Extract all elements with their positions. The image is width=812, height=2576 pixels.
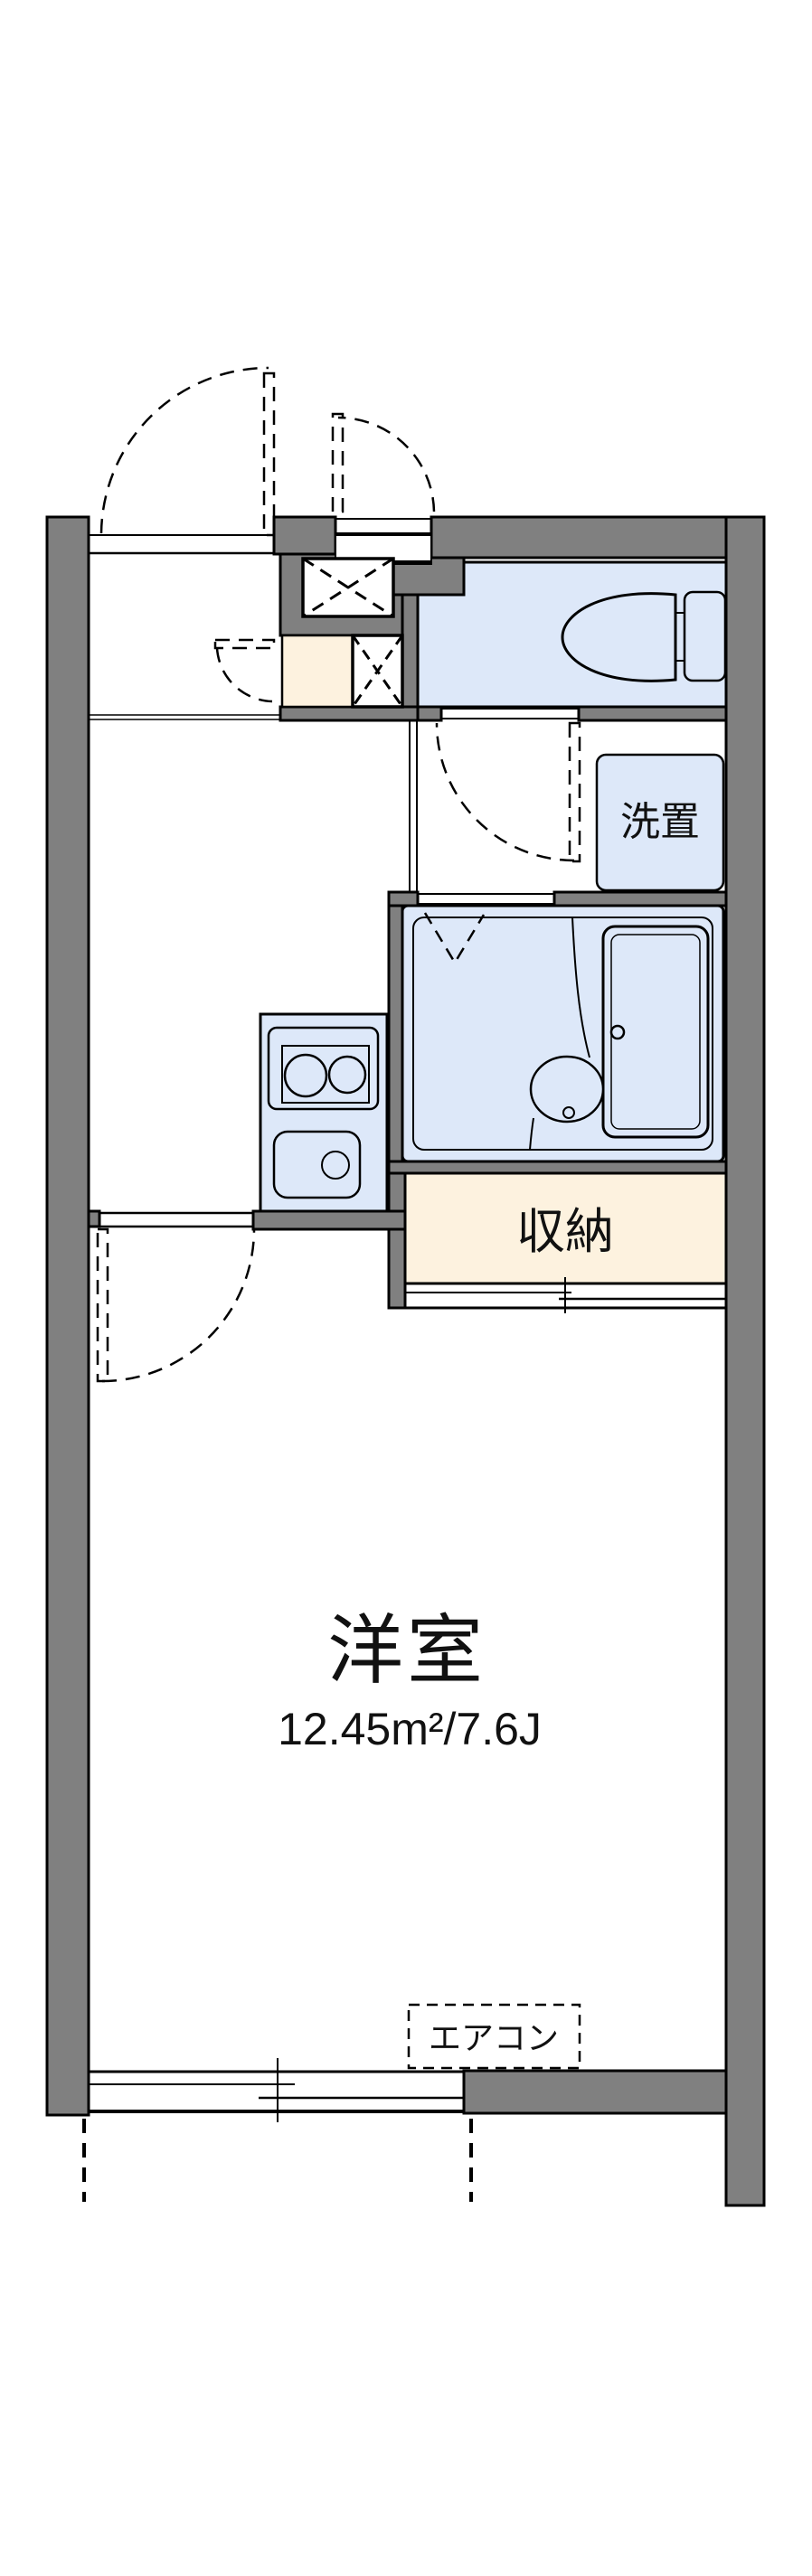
wall-segment <box>416 705 443 722</box>
kitchen-counter <box>259 1012 389 1213</box>
wall-segment <box>387 1160 728 1175</box>
storage-door <box>213 638 276 703</box>
wall-segment <box>552 890 728 907</box>
wall-segment <box>462 2069 766 2115</box>
bathroom <box>401 904 725 1163</box>
bath-door-handle <box>609 1024 626 1040</box>
opening-lines <box>89 518 579 1228</box>
western-room-area: 12.45m²/7.6J <box>278 1704 542 1754</box>
exterior-dashed-lines <box>82 2119 473 2202</box>
closet-sliding-door <box>405 1277 726 1313</box>
western-room: 洋室 12.45m²/7.6J <box>278 1608 542 1754</box>
toilet-door <box>435 721 581 863</box>
entrance-storage <box>280 634 354 709</box>
western-room-label: 洋室 <box>327 1608 486 1693</box>
wall-segment <box>45 515 90 2117</box>
aircon-label: エアコン <box>429 2019 559 2056</box>
service-door <box>331 412 436 513</box>
pipe-shaft-icon <box>301 557 395 618</box>
wall-segment <box>279 705 420 722</box>
laundry-label: 洗置 <box>620 800 700 844</box>
wall-segment <box>430 515 766 559</box>
stove-icon <box>267 1026 380 1111</box>
sink-icon <box>272 1130 362 1199</box>
wall-segment <box>401 593 420 722</box>
pipe-shaft-icon <box>351 634 404 709</box>
aircon-box: エアコン <box>407 2003 581 2070</box>
closet-label: 収納 <box>516 1205 614 1259</box>
laundry-space: 洗置 <box>595 753 725 892</box>
wash-basin-icon <box>529 1055 605 1123</box>
bath-folding-door <box>423 912 486 965</box>
wall-segment <box>387 890 420 907</box>
wall-segment <box>272 515 337 556</box>
wall-segment <box>577 705 728 722</box>
closet: 収納 <box>403 1171 728 1313</box>
wall-segment <box>251 1209 407 1231</box>
bathtub-icon <box>601 925 710 1139</box>
sliding-window <box>89 2058 464 2122</box>
western-room-door <box>96 1227 256 1383</box>
entrance-door <box>99 366 276 537</box>
wall-segment <box>87 1209 101 1228</box>
doors <box>96 366 581 1383</box>
wall-segment <box>387 1171 407 1310</box>
wall-segment <box>724 515 766 2207</box>
toilet-icon <box>561 590 727 682</box>
wall-segment <box>387 904 404 1175</box>
